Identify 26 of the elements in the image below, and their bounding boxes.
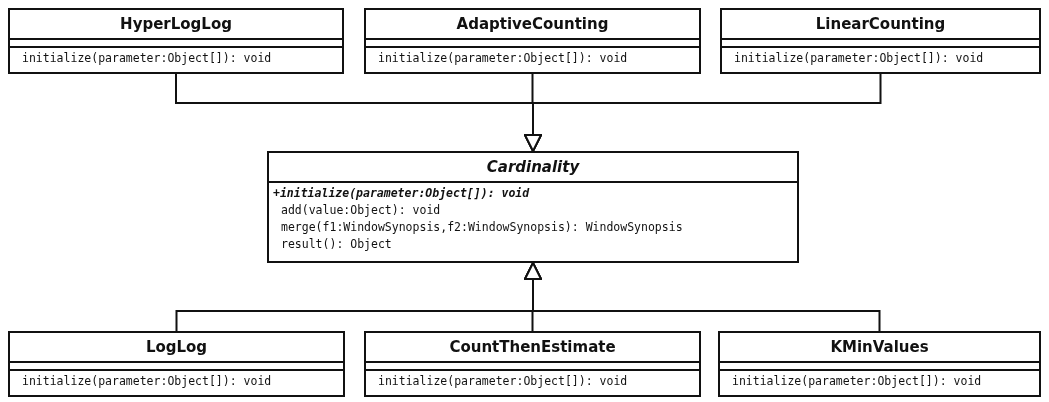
class-box (718, 331, 1041, 397)
class-box (364, 331, 701, 397)
method-signature: initialize(parameter:Object[]): void (21, 373, 273, 390)
class-box (720, 8, 1041, 74)
method-signature: initialize(parameter:Object[]): void (21, 50, 273, 67)
class-name: AdaptiveCounting (456, 15, 609, 33)
method-signature: initialize(parameter:Object[]): void (733, 50, 985, 67)
class-box (364, 8, 701, 74)
class-name: LinearCounting (815, 15, 946, 33)
method-signature: initialize(parameter:Object[]): void (377, 50, 629, 67)
method-signature: result(): Object (280, 236, 393, 253)
method-signature: +initialize(parameter:Object[]): void (273, 185, 531, 202)
method-signature: initialize(parameter:Object[]): void (377, 373, 629, 390)
inheritance-arrow (524, 262, 881, 332)
class-name: HyperLogLog (120, 15, 232, 33)
method-signature: add(value:Object): void (280, 202, 442, 219)
inheritance-arrow (524, 73, 882, 152)
class-name: Cardinality (486, 158, 580, 176)
class-box (8, 8, 344, 74)
class-name: CountThenEstimate (449, 338, 616, 356)
class-box (8, 331, 345, 397)
method-signature: merge(f1:WindowSynopsis,f2:WindowSynopsis): WindowSynopsis (280, 219, 684, 236)
class-name: KMinValues (830, 338, 929, 356)
method-signature: initialize(parameter:Object[]): void (731, 373, 983, 390)
class-name: LogLog (145, 338, 208, 356)
class-box (267, 151, 799, 263)
